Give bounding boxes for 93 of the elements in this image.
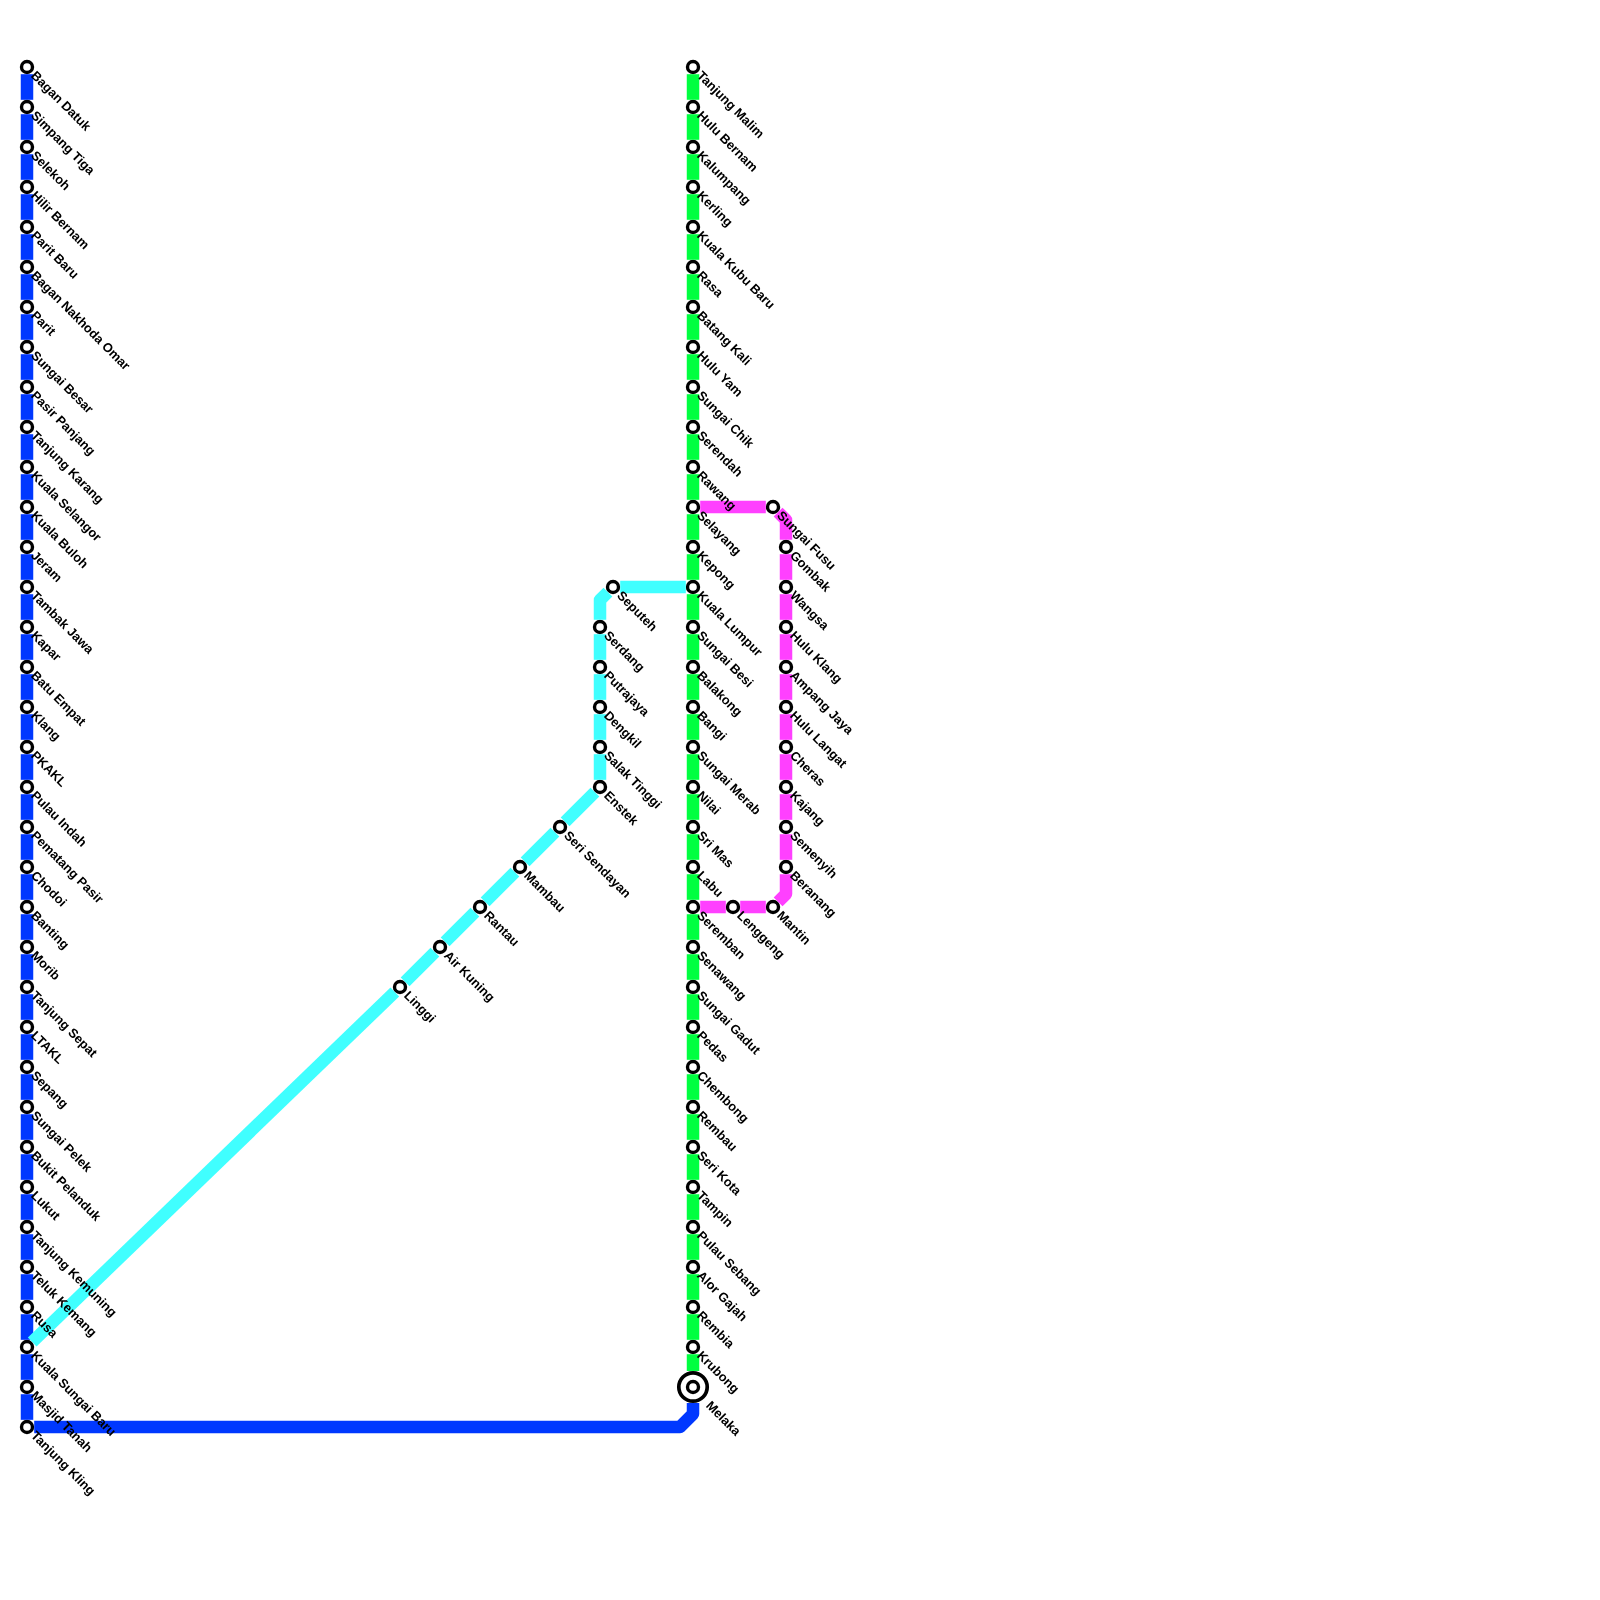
route-line — [620, 580, 686, 594]
route-line — [779, 754, 793, 780]
route-line — [779, 554, 793, 580]
route-line — [686, 74, 700, 100]
route-line — [686, 634, 700, 660]
route-line — [480, 867, 520, 907]
route-line — [779, 594, 793, 620]
route-line — [20, 474, 34, 500]
route-line — [686, 954, 700, 980]
route-line — [20, 1394, 34, 1420]
route-line — [520, 827, 560, 867]
route-line — [686, 594, 700, 620]
route-line — [686, 874, 700, 900]
route-line — [700, 500, 766, 514]
route-line — [779, 794, 793, 820]
route-line — [686, 554, 700, 580]
route-line — [686, 834, 700, 860]
route-line — [686, 474, 700, 500]
route-line — [686, 674, 700, 700]
route-line — [773, 874, 793, 907]
route-line — [20, 994, 34, 1020]
route-line — [34, 1403, 700, 1434]
route-line — [686, 1194, 700, 1220]
route-line — [686, 1234, 700, 1260]
route-line — [593, 674, 607, 700]
route-line — [686, 1354, 700, 1371]
route-line — [20, 714, 34, 740]
route-line — [20, 1354, 34, 1380]
route-line — [686, 1274, 700, 1300]
route-line — [20, 114, 34, 140]
route-line — [686, 354, 700, 380]
route-line — [686, 314, 700, 340]
route-line — [686, 234, 700, 260]
route-line — [686, 1154, 700, 1180]
route-line — [20, 674, 34, 700]
route-line — [686, 794, 700, 820]
route-line — [593, 634, 607, 660]
route-line — [20, 154, 34, 180]
route-line — [20, 914, 34, 940]
route-line — [686, 194, 700, 220]
route-line — [20, 1114, 34, 1140]
route-line — [20, 394, 34, 420]
route-line — [779, 714, 793, 740]
route-line — [686, 914, 700, 940]
route-line — [686, 994, 700, 1020]
route-line — [27, 987, 400, 1347]
route-line — [740, 900, 766, 914]
route-line — [686, 1114, 700, 1140]
route-line — [20, 874, 34, 900]
route-line — [20, 314, 34, 340]
route-line — [20, 1234, 34, 1260]
route-line — [686, 1314, 700, 1340]
route-line — [686, 154, 700, 180]
route-line — [686, 274, 700, 300]
route-line — [686, 114, 700, 140]
route-line — [20, 74, 34, 100]
route-line — [20, 554, 34, 580]
route-line — [20, 794, 34, 820]
route-line — [20, 1314, 34, 1340]
route-line — [20, 434, 34, 460]
route-line — [773, 507, 793, 540]
route-line — [686, 754, 700, 780]
route-line — [779, 674, 793, 700]
route-line — [20, 1034, 34, 1060]
route-line — [20, 594, 34, 620]
route-line — [686, 1074, 700, 1100]
route-line — [20, 754, 34, 780]
route-line — [686, 1034, 700, 1060]
route-line — [440, 907, 480, 947]
route-line — [20, 1074, 34, 1100]
route-line — [593, 754, 607, 780]
route-line — [400, 947, 440, 987]
route-line — [686, 714, 700, 740]
route-line — [20, 514, 34, 540]
route-line — [560, 787, 600, 827]
route-line — [686, 514, 700, 540]
route-line — [20, 1154, 34, 1180]
route-line — [700, 900, 726, 914]
route-line — [593, 587, 613, 620]
route-line — [20, 274, 34, 300]
route-line — [593, 714, 607, 740]
route-line — [686, 434, 700, 460]
route-line — [779, 634, 793, 660]
route-line — [20, 234, 34, 260]
route-line — [20, 954, 34, 980]
route-line — [20, 354, 34, 380]
route-line — [20, 194, 34, 220]
route-line — [20, 834, 34, 860]
route-line — [686, 394, 700, 420]
route-line — [20, 1274, 34, 1300]
route-line — [779, 834, 793, 860]
route-line — [20, 634, 34, 660]
route-line — [20, 1194, 34, 1220]
